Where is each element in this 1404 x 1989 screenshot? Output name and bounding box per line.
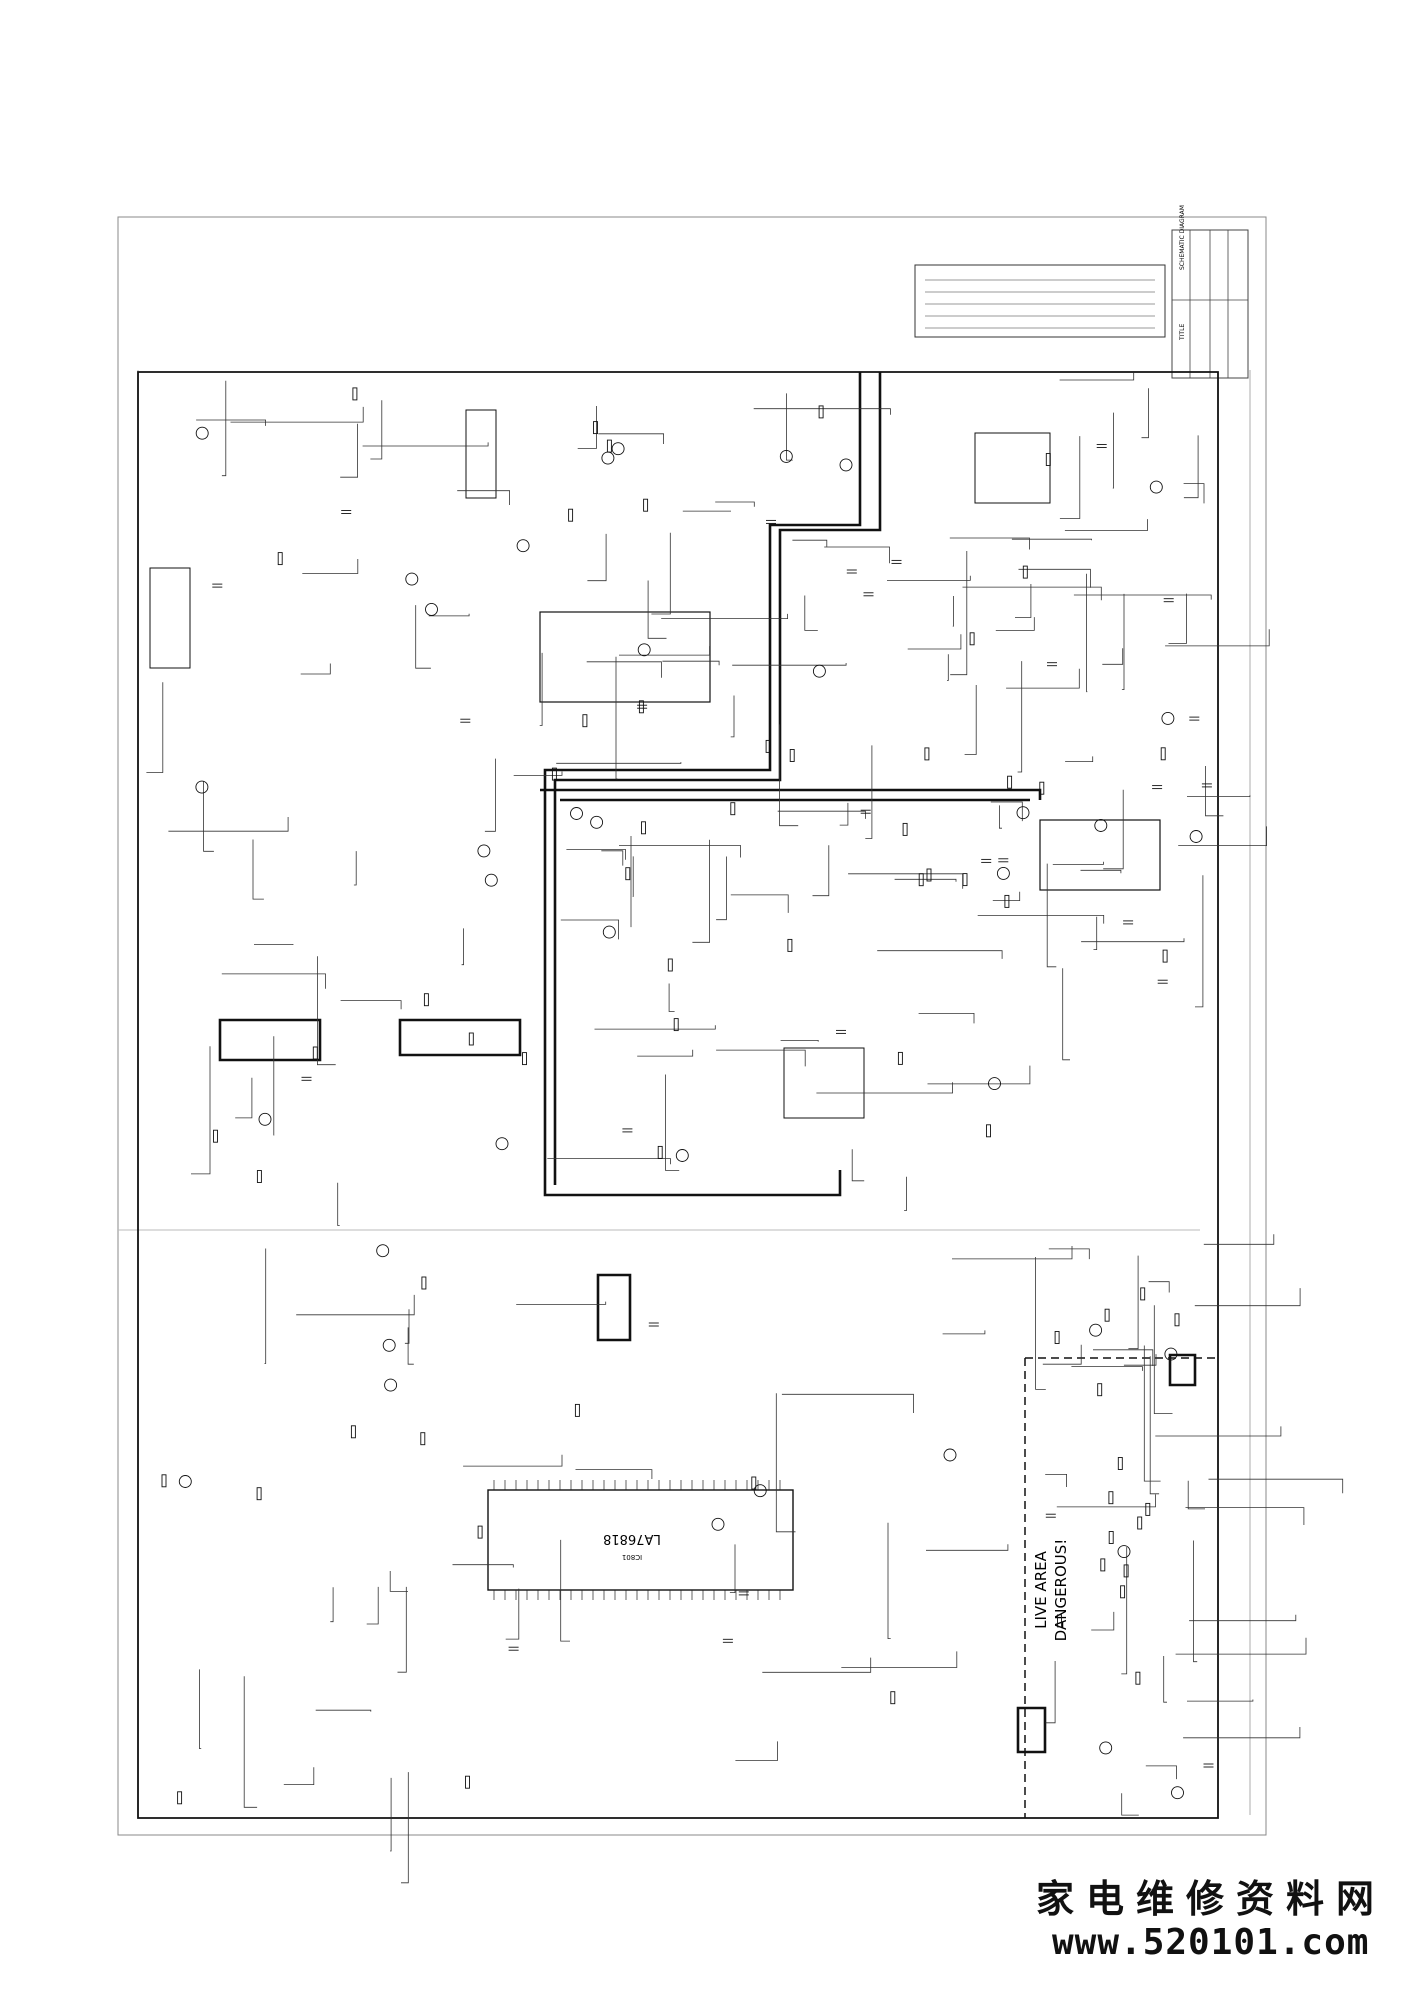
live-area-line1: LIVE AREA xyxy=(1032,1550,1050,1628)
title-value: SCHEMATIC DIAGRAM xyxy=(1179,205,1186,270)
connector-left xyxy=(149,567,191,669)
live-area-boundary xyxy=(1024,1357,1218,1818)
title-block xyxy=(1171,229,1249,379)
wiring xyxy=(146,372,1344,1884)
bus-traces xyxy=(218,372,1197,1754)
ic-la76818: LA76818 IC801 xyxy=(487,1489,794,1591)
live-area-label: LIVE AREA DANGEROUS! xyxy=(1032,1539,1070,1642)
live-area-line2: DANGEROUS! xyxy=(1052,1539,1070,1642)
outer-frame xyxy=(117,216,1267,1836)
ic-pins xyxy=(493,1480,781,1600)
pcb-outline xyxy=(137,371,1219,1819)
notes-block xyxy=(914,264,1166,338)
ic-connector-middle xyxy=(783,1047,865,1119)
watermark-chinese: 家电维修资料网 xyxy=(1036,1876,1387,1921)
ic-main-sub: IC801 xyxy=(622,1553,642,1561)
transformer-top-right xyxy=(974,432,1051,504)
watermark-url: www.520101.com xyxy=(1052,1922,1370,1963)
ic-top-small xyxy=(465,409,497,499)
ic-main-label: LA76818 xyxy=(603,1531,661,1546)
title-label: TITLE xyxy=(1179,324,1186,341)
ic-upper-center xyxy=(539,611,711,703)
ic-right-middle xyxy=(1039,819,1161,891)
components xyxy=(161,387,1214,1805)
